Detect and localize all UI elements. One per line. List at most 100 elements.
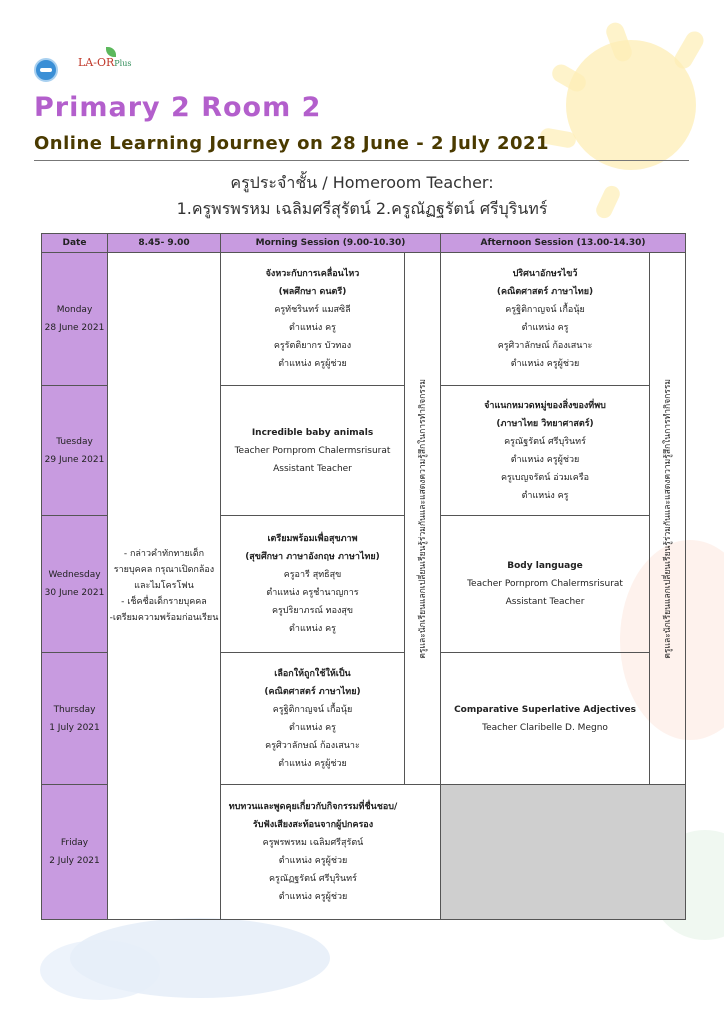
activity-title: ปริศนาอักษรไขว้ [512,269,578,279]
teacher-position: ตำแหน่ง ครูชำนาญการ [266,588,359,598]
teacher-name: ครูพรพรหม เฉลิมศรีสุรัตน์ [262,838,364,848]
leaf-icon [106,47,116,57]
teacher-name: ครูฐิติกาญจน์ เกื้อนุ้ย [272,704,353,715]
teacher-name: ครูศิวาลักษณ์ ก้องเสนาะ [497,341,593,351]
afternoon-activity-cell: ปริศนาอักษรไขว้ (คณิตศาสตร์ ภาษาไทย) ครู… [440,252,651,386]
table-row: Friday 2 July 2021 ทบทวนและพูดคุยเกี่ยวก… [41,784,687,920]
early-note-line: รายบุคคล กรุณาเปิดกล้อง [113,565,215,575]
day-cell: Wednesday 30 June 2021 [41,515,108,653]
sun-ray [548,61,590,95]
logo-text: LA-OR [78,56,115,69]
cloud-decoration [40,940,160,1000]
activity-subjects: (คณิตศาสตร์ ภาษาไทย) [264,686,361,697]
activity-subjects: (ภาษาไทย วิทยาศาสตร์) [496,418,594,429]
morning-activity-cell: เตรียมพร้อมเพื่อสุขภาพ (สุขศึกษา ภาษาอัง… [220,515,405,653]
activity-title: Incredible baby animals [251,427,374,438]
activity-subjects: (พลศึกษา ดนตรี) [278,287,347,297]
activity-title: จำแนกหมวดหมู่ของสิ่งของที่พบ [484,400,606,411]
header-date: Date [41,233,108,253]
early-note-line: - กล่าวคำทักทายเด็ก [123,549,205,559]
teacher-name: ครูฐิติกาญจน์ เกื้อนุ้ย [505,305,585,315]
day-cell: Monday 28 June 2021 [41,252,108,386]
teacher-name: ครูปริยาภรณ์ ทองสุข [271,606,354,616]
school-logo-icon [34,58,58,82]
early-session-cell: - กล่าวคำทักทายเด็ก รายบุคคล กรุณาเปิดกล… [107,252,221,920]
teacher-position: ตำแหน่ง ครูผู้ช่วย [510,359,580,369]
schedule-table: Date 8.45- 9.00 Morning Session (9.00-10… [41,233,687,920]
table-row: Thursday 1 July 2021 เลือกให้ถูกใช้ให้เป… [41,652,686,785]
activity-subjects: (คณิตศาสตร์ ภาษาไทย) [496,287,594,297]
day-cell: Friday 2 July 2021 [41,784,108,920]
activity-title: เตรียมพร้อมเพื่อสุขภาพ [267,534,358,544]
day-date: 28 June 2021 [44,323,105,333]
homeroom-label: ครูประจำชั้น / Homeroom Teacher: [230,173,494,192]
activity-subjects: (สุขศึกษา ภาษาอังกฤษ ภาษาไทย) [245,552,380,562]
table-row: Monday 28 June 2021 - กล่าวคำทักทายเด็ก … [41,252,687,920]
teacher-name: ครูอารี สุทธิสุข [283,570,342,580]
teacher-name: ครูเบญจรัตน์ อ่วมเครือ [501,472,590,483]
divider [34,160,689,161]
afternoon-activity-cell: จำแนกหมวดหมู่ของสิ่งของที่พบ (ภาษาไทย วิ… [440,385,651,516]
teacher-position: ตำแหน่ง ครู [289,624,336,634]
activity-subjects: รับฟังเสียงสะท้อนจากผู้ปกครอง [252,820,374,830]
homeroom-block: ครูประจำชั้น / Homeroom Teacher: 1.ครูพร… [0,170,724,222]
morning-reflection-text: ครูและนักเรียนแลกเปลี่ยนเรียนรู้ร่วมกันแ… [417,378,428,659]
teacher-name: Teacher Pornprom Chalermsrisurat [234,445,391,456]
day-cell: Thursday 1 July 2021 [41,652,108,785]
table-row: Tuesday 29 June 2021 Incredible baby ani… [41,385,686,516]
teacher-position: ตำแหน่ง ครูผู้ช่วย [510,454,580,465]
morning-activity-cell: ทบทวนและพูดคุยเกี่ยวกับกิจกรรมที่ชื่นชอบ… [219,784,442,920]
activity-title: ทบทวนและพูดคุยเกี่ยวกับกิจกรรมที่ชื่นชอบ… [228,802,398,812]
teacher-position: Assistant Teacher [273,463,352,474]
homeroom-names: 1.ครูพรพรหม เฉลิมศรีสุรัตน์ 2.ครูณัฏฐรัต… [176,199,548,218]
teacher-position: ตำแหน่ง ครูผู้ช่วย [278,892,348,902]
afternoon-reflection-cell: ครูและนักเรียนแลกเปลี่ยนเรียนรู้ร่วมกันแ… [649,252,687,785]
day-date: 1 July 2021 [49,722,100,733]
early-note-line: -เตรียมความพร้อมก่อนเรียน [109,613,219,623]
day-name: Monday [56,305,93,315]
teacher-name: ครูณัฏฐรัตน์ ศรีบุรินทร์ [269,874,357,884]
afternoon-reflection-text: ครูและนักเรียนแลกเปลี่ยนเรียนรู้ร่วมกันแ… [662,378,673,659]
empty-afternoon-cell [440,784,687,920]
morning-activity-cell: Incredible baby animals Teacher Pornprom… [220,385,405,516]
table-header-row: Date 8.45- 9.00 Morning Session (9.00-10… [41,233,687,253]
sun-ray [603,20,635,64]
activity-title: จังหวะกับการเคลื่อนไหว [265,269,360,279]
teacher-position: ตำแหน่ง ครู [289,722,336,733]
page-subtitle: Online Learning Journey on 28 June - 2 J… [34,133,550,154]
teacher-position: Assistant Teacher [505,597,585,607]
sun-ray [671,28,707,72]
page-title: Primary 2 Room 2 [34,92,322,123]
day-name: Wednesday [48,570,101,580]
teacher-name: Teacher Claribelle D. Megno [482,722,608,733]
afternoon-activity-cell: Body language Teacher Pornprom Chalermsr… [440,515,651,653]
teacher-position: ตำแหน่ง ครูผู้ช่วย [278,758,347,769]
day-name: Tuesday [56,436,93,447]
day-date: 30 June 2021 [44,588,105,598]
teacher-name: ครูศิวาลักษณ์ ก้องเสนาะ [265,740,360,751]
header-morning: Morning Session (9.00-10.30) [219,233,442,253]
teacher-position: ตำแหน่ง ครู [521,323,569,333]
header-early: 8.45- 9.00 [107,233,221,253]
teacher-position: ตำแหน่ง ครูผู้ช่วย [278,359,347,369]
early-note-line: และไมโครโฟน [134,581,194,591]
teacher-position: ตำแหน่ง ครูผู้ช่วย [278,856,348,866]
teacher-name: ครูณัฐรัตน์ ศรีบุรินทร์ [504,436,586,447]
teacher-name: ครูทัชรินทร์ แมสซิลี [274,305,351,315]
teacher-position: ตำแหน่ง ครู [289,323,336,333]
early-note-line: - เช็คชื่อเด็กรายบุคคล [121,597,207,607]
day-name: Thursday [53,704,96,715]
day-name: Friday [60,838,89,848]
afternoon-activity-cell: Comparative Superlative Adjectives Teach… [440,652,651,785]
morning-reflection-cell: ครูและนักเรียนแลกเปลี่ยนเรียนรู้ร่วมกันแ… [403,252,442,785]
day-date: 2 July 2021 [49,856,100,866]
morning-activity-cell: จังหวะกับการเคลื่อนไหว (พลศึกษา ดนตรี) ค… [220,252,405,386]
activity-title: Body language [507,561,583,571]
logo-suffix: Plus [114,59,132,68]
header-afternoon: Afternoon Session (13.00-14.30) [440,233,687,253]
activity-title: เลือกให้ถูกใช้ให้เป็น [274,668,351,679]
day-date: 29 June 2021 [44,454,105,465]
morning-activity-cell: เลือกให้ถูกใช้ให้เป็น (คณิตศาสตร์ ภาษาไท… [220,652,405,785]
teacher-name: Teacher Pornprom Chalermsrisurat [467,579,623,589]
day-cell: Tuesday 29 June 2021 [41,385,108,516]
